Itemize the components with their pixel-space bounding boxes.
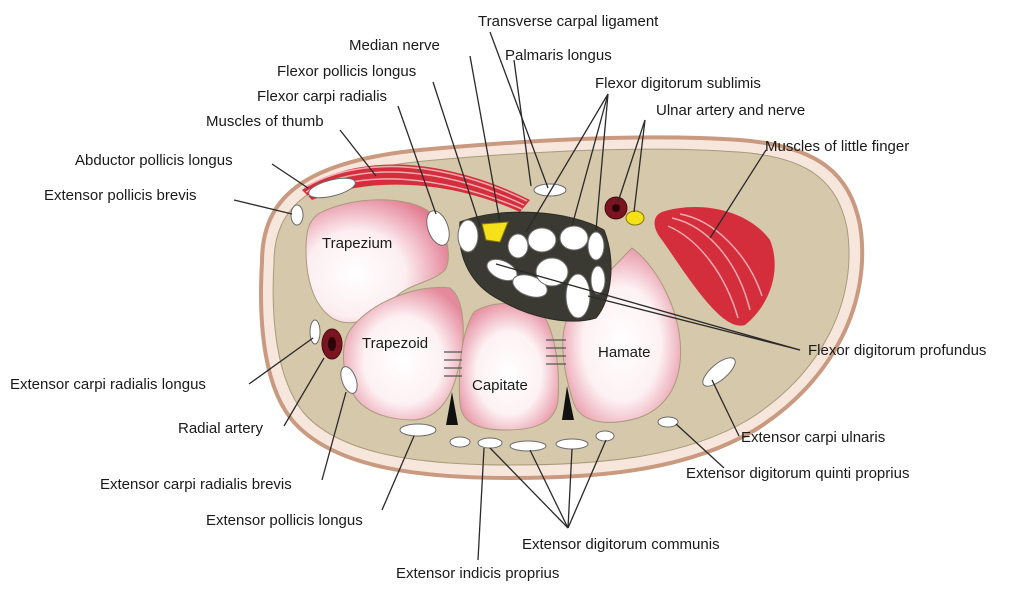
extensor-digitorum-quinti-proprius-label: Extensor digitorum quinti proprius	[686, 465, 909, 482]
extensor-digitorum-quinti-proprius-tendon	[658, 417, 678, 427]
extensor-indicis-proprius-label: Extensor indicis proprius	[396, 565, 559, 582]
extensor-carpi-radialis-longus-label: Extensor carpi radialis longus	[10, 376, 206, 393]
median-nerve-label: Median nerve	[349, 37, 440, 54]
radial-artery-label: Radial artery	[178, 420, 264, 437]
extensor-pollicis-longus-tendon	[400, 424, 436, 436]
extensor-pollicis-brevis-label: Extensor pollicis brevis	[44, 187, 197, 204]
flexor-carpi-radialis-label: Flexor carpi radialis	[257, 88, 387, 105]
transverse-carpal-ligament-label: Transverse carpal ligament	[478, 13, 659, 30]
capitate-label: Capitate	[472, 377, 528, 394]
flexor-digitorum-profundus-label: Flexor digitorum profundus	[808, 342, 986, 359]
ulnar-artery-and-nerve-label: Ulnar artery and nerve	[656, 102, 805, 119]
hamate-label: Hamate	[598, 344, 651, 361]
extensor-digitorum-communis-label: Extensor digitorum communis	[522, 536, 720, 553]
flexor-digitorum-sublimis-label: Flexor digitorum sublimis	[595, 75, 761, 92]
muscles-of-little-finger-label: Muscles of little finger	[765, 138, 909, 155]
extensor-carpi-radialis-brevis-label: Extensor carpi radialis brevis	[100, 476, 292, 493]
extensor-indicis-proprius-tendon	[450, 437, 470, 447]
abductor-pollicis-longus-label: Abductor pollicis longus	[75, 152, 233, 169]
extensor-carpi-ulnaris-label: Extensor carpi ulnaris	[741, 429, 885, 446]
extensor-pollicis-longus-label: Extensor pollicis longus	[206, 512, 363, 529]
capitate-bone	[459, 303, 558, 430]
trapezoid-label: Trapezoid	[362, 335, 428, 352]
palmaris-longus-label: Palmaris longus	[505, 47, 612, 64]
ulnar-nerve-shape	[626, 211, 644, 225]
trapezium-label: Trapezium	[322, 235, 392, 252]
muscles-of-thumb-label: Muscles of thumb	[206, 113, 324, 130]
extensor-pollicis-brevis-tendon	[291, 205, 303, 225]
extensor-carpi-radialis-longus-tendon	[310, 320, 320, 344]
flexor-pollicis-longus-label: Flexor pollicis longus	[277, 63, 416, 80]
palmaris-longus-tendon	[534, 184, 566, 196]
